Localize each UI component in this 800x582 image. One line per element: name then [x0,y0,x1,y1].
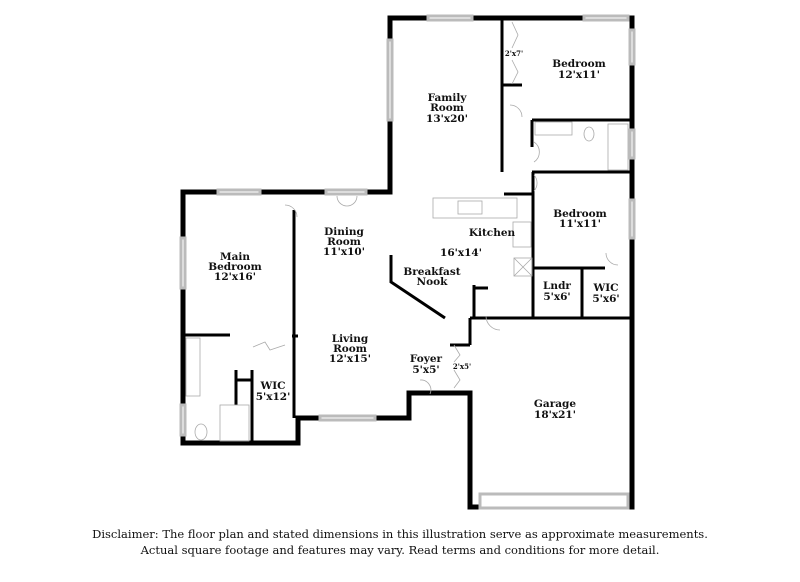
family-room-label-2: Room [430,102,464,114]
laundry-dim: 5'x6' [543,291,570,303]
garage-label: Garage [534,398,576,410]
main-bedroom-label-2: Bedroom [208,261,262,273]
closet-top-dim: 2'x7' [505,49,523,58]
living-room-label: Living [332,333,369,345]
nook-label: Breakfast [403,266,460,278]
closet-foyer-dim: 2'x5' [453,362,471,371]
family-room-dim: 13'x20' [426,113,468,125]
disclaimer-line-1: Disclaimer: The floor plan and stated di… [92,527,708,541]
laundry-label: Lndr [543,280,571,292]
interior-walls [185,20,632,443]
bedroom-top-label: Bedroom [552,58,606,70]
bedroom-mid-dim: 11'x11' [559,218,601,230]
exterior-walls [180,15,635,510]
dining-room-label: Dining [324,226,364,238]
fixtures [185,21,629,442]
garage-dim: 18'x21' [534,409,576,421]
wic-right-label: WIC [592,282,618,294]
kitchen-dim: 16'x14' [440,247,482,259]
dining-room-label-2: Room [327,236,361,248]
main-bedroom-dim: 12'x16' [214,271,256,283]
room-labels: Family Room 13'x20' Bedroom 12'x11' 2'x7… [208,49,619,421]
living-room-dim: 12'x15' [329,353,371,365]
foyer-dim: 5'x5' [412,364,439,376]
wic-main-dim: 5'x12' [256,391,291,403]
wic-main-label: WIC [259,380,285,392]
bedroom-mid-label: Bedroom [553,208,607,220]
kitchen-label: Kitchen [469,227,516,239]
nook-label-2: Nook [417,276,449,288]
family-room-label: Family [428,92,468,104]
foyer-label: Foyer [410,353,443,365]
living-room-label-2: Room [333,343,367,355]
bedroom-top-dim: 12'x11' [558,69,600,81]
disclaimer-line-2: Actual square footage and features may v… [140,543,660,557]
main-bedroom-label: Main [220,251,250,263]
windows [179,14,636,510]
wic-right-dim: 5'x6' [592,293,619,305]
dining-room-dim: 11'x10' [323,246,365,258]
